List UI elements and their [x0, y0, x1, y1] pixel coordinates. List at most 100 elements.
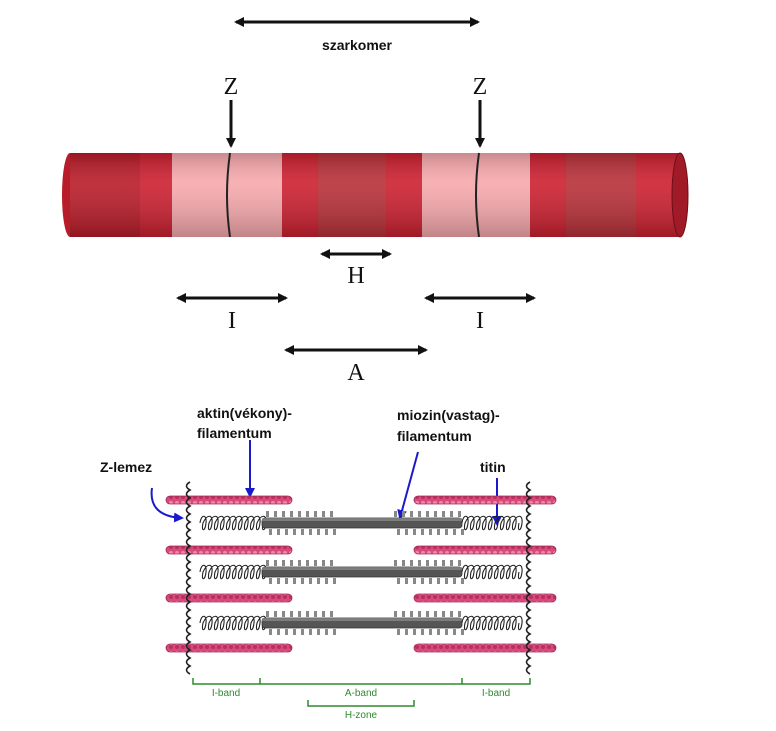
myosin-head	[266, 611, 269, 617]
myosin-label-line1: miozin(vastag)-	[397, 407, 500, 423]
sarcomere-label: szarkomer	[322, 37, 393, 53]
myosin-head	[418, 560, 421, 566]
actin-filament-right	[413, 495, 557, 505]
myosin-head	[269, 629, 272, 635]
band-brackets	[192, 678, 531, 707]
titin-spring-left	[199, 615, 267, 631]
h-zone-label: H	[347, 263, 364, 289]
myosin-head	[277, 578, 280, 584]
myosin-head	[426, 560, 429, 566]
myosin-head	[402, 511, 405, 517]
h-zone-text: H-zone	[345, 710, 378, 721]
myosin-head	[306, 611, 309, 617]
myosin-head	[314, 560, 317, 566]
myosin-head	[413, 578, 416, 584]
myosin-head	[290, 611, 293, 617]
myosin-head	[418, 511, 421, 517]
myosin-head	[405, 529, 408, 535]
myosin-head	[397, 629, 400, 635]
actin-filament-left	[165, 593, 293, 603]
myosin-head	[309, 529, 312, 535]
myosin-head	[397, 529, 400, 535]
myosin-head	[434, 511, 437, 517]
myosin-head	[429, 629, 432, 635]
myosin-head	[394, 560, 397, 566]
myosin-head	[314, 611, 317, 617]
myosin-pointer-arrow	[397, 451, 419, 520]
myosin-head	[290, 560, 293, 566]
myosin-head	[405, 578, 408, 584]
myosin-head	[269, 529, 272, 535]
a-band-label: A	[347, 360, 365, 386]
myosin-head	[421, 529, 424, 535]
myosin-head	[309, 578, 312, 584]
titin-spring-right	[461, 515, 523, 531]
myosin-head	[445, 578, 448, 584]
myosin-head	[445, 629, 448, 635]
i-band-left-label: I	[228, 308, 236, 334]
myosin-head	[285, 629, 288, 635]
a-band-text: A-band	[345, 688, 377, 699]
myosin-head	[330, 560, 333, 566]
myosin-head	[285, 529, 288, 535]
i-band-right-bracket	[462, 678, 531, 685]
titin-spring-right	[461, 564, 523, 580]
myosin-head	[298, 560, 301, 566]
myosin-head	[282, 611, 285, 617]
titin-spring-left	[199, 564, 267, 580]
myosin-head	[453, 529, 456, 535]
myosin-head	[426, 611, 429, 617]
myosin-label-line2: filamentum	[397, 428, 472, 444]
myosin-head	[266, 511, 269, 517]
i-band-left-text: I-band	[212, 688, 240, 699]
myosin-head	[418, 611, 421, 617]
myosin-head	[437, 629, 440, 635]
actin-filament-left	[165, 643, 293, 653]
myosin-head	[458, 560, 461, 566]
myosin-head	[421, 578, 424, 584]
myosin-head	[397, 578, 400, 584]
myosin-head	[437, 529, 440, 535]
muscle-fiber-cylinder	[62, 152, 689, 238]
myosin-head	[298, 611, 301, 617]
myosin-head	[282, 560, 285, 566]
myosin-head	[405, 629, 408, 635]
myosin-head	[325, 529, 328, 535]
myosin-head	[274, 511, 277, 517]
actin-filament-right	[413, 643, 557, 653]
titin-spring-right	[461, 615, 523, 631]
z-line-right	[475, 152, 480, 238]
myosin-head	[410, 511, 413, 517]
myosin-head	[269, 578, 272, 584]
myosin-head	[410, 560, 413, 566]
myosin-head	[330, 511, 333, 517]
myosin-head	[293, 529, 296, 535]
z-disc-right	[525, 481, 532, 675]
myosin-head	[413, 629, 416, 635]
titin-spring-left	[199, 515, 267, 531]
a-band-bracket	[260, 678, 463, 685]
myosin-head	[317, 629, 320, 635]
actin-filament-left	[165, 545, 293, 555]
z-disc-label: Z-lemez	[100, 459, 152, 475]
z-disc-pointer-arrow	[150, 487, 184, 523]
myosin-head	[325, 578, 328, 584]
myosin-head	[453, 629, 456, 635]
myosin-head	[266, 560, 269, 566]
myosin-head	[402, 560, 405, 566]
myosin-head	[461, 578, 464, 584]
myosin-head	[301, 629, 304, 635]
myosin-head	[410, 611, 413, 617]
myosin-head	[434, 611, 437, 617]
myosin-head	[309, 629, 312, 635]
myosin-head	[277, 629, 280, 635]
myosin-head	[333, 529, 336, 535]
myosin-head	[394, 511, 397, 517]
actin-filament-right	[413, 593, 557, 603]
i-band-right-text: I-band	[482, 688, 510, 699]
myosin-head	[298, 511, 301, 517]
myosin-head	[314, 511, 317, 517]
myosin-head	[461, 529, 464, 535]
myosin-head	[429, 578, 432, 584]
actin-label-line2: filamentum	[197, 425, 272, 441]
